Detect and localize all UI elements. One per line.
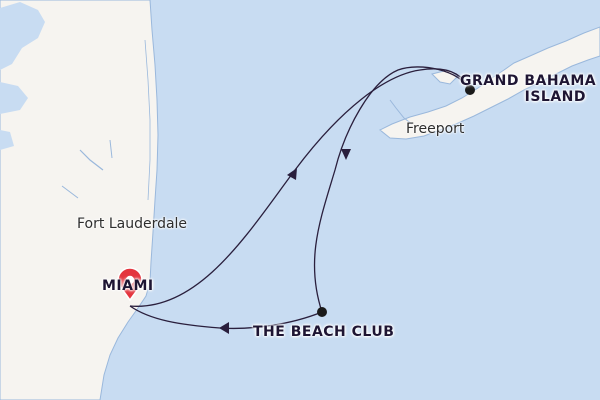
place-label-freeport: Freeport [406, 121, 465, 137]
port-label-miami[interactable]: MIAMI [102, 278, 154, 294]
grand-bahama-port-marker[interactable] [465, 85, 475, 95]
port-label-beach-club[interactable]: THE BEACH CLUB [253, 324, 395, 340]
route-direction-arrow [287, 168, 297, 180]
inland-water [0, 130, 14, 150]
coast-lagoon [144, 39, 151, 201]
miami-home-pin-icon[interactable] [117, 267, 143, 302]
route-direction-arrow [341, 149, 351, 160]
beach-club-port-marker[interactable] [317, 307, 327, 317]
inland-water [0, 82, 28, 114]
route-leg-grand-bahama-beach-club [313, 66, 471, 313]
route-leg-miami-grand-bahama [129, 68, 471, 307]
island-creek [389, 99, 413, 125]
grand-bahama-land [431, 69, 459, 85]
river [61, 185, 79, 199]
river [109, 139, 113, 159]
inland-water [0, 2, 45, 70]
florida-land [0, 0, 159, 400]
port-label-grand-bahama[interactable]: GRAND BAHAMA ISLAND [460, 73, 597, 105]
place-label-fort-lauderdale: Fort Lauderdale [77, 216, 188, 232]
port-label-line: ISLAND [524, 89, 586, 105]
river [79, 149, 104, 171]
port-label-line: GRAND BAHAMA [460, 73, 597, 89]
route-direction-arrow [219, 322, 229, 334]
grand-bahama-land [379, 26, 600, 140]
